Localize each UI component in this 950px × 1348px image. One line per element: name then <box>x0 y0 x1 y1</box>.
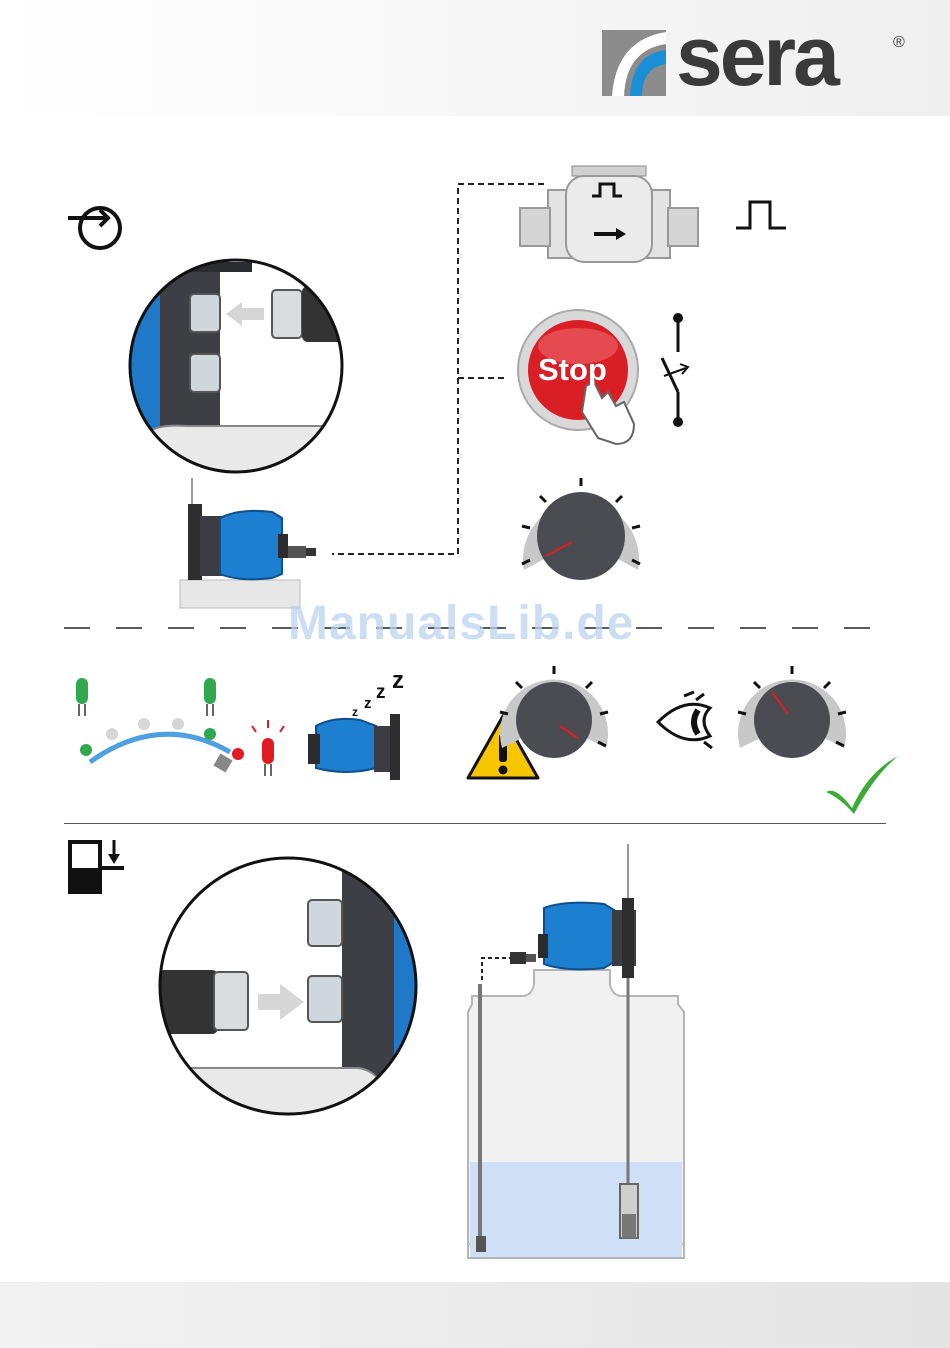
svg-text:z: z <box>392 667 404 694</box>
registered-mark: ® <box>893 34 905 52</box>
level-switch-icon <box>68 838 128 894</box>
stop-button-label: Stop <box>538 352 607 388</box>
analog-dial-icon <box>516 474 646 584</box>
checkmark-icon <box>824 754 900 816</box>
analog-dial-warning-icon <box>494 662 614 758</box>
analog-dial-check-icon <box>732 662 852 758</box>
dosing-pump-illustration <box>180 478 330 608</box>
eye-icon <box>654 690 718 754</box>
svg-text:z: z <box>352 705 358 719</box>
sera-logo-mark <box>602 30 672 96</box>
pulse-input-mode-icon <box>68 204 128 250</box>
watermark-text: ManualsLib.de <box>288 596 634 651</box>
connector-zoom-detail <box>126 258 346 478</box>
section-divider-solid <box>64 823 886 824</box>
level-connector-zoom-detail <box>158 856 422 1120</box>
page-footer <box>0 1282 950 1348</box>
brand-name: sera <box>676 14 837 98</box>
led-status-icon <box>70 672 290 782</box>
pulse-signal-icon <box>734 198 790 232</box>
flow-meter-icon <box>520 162 700 266</box>
chemical-tank-illustration <box>462 844 702 1264</box>
sleeping-pump-icon: z z z z <box>306 664 416 784</box>
switch-contact-icon <box>658 312 698 432</box>
svg-text:z: z <box>364 695 372 712</box>
svg-text:z: z <box>376 682 386 703</box>
